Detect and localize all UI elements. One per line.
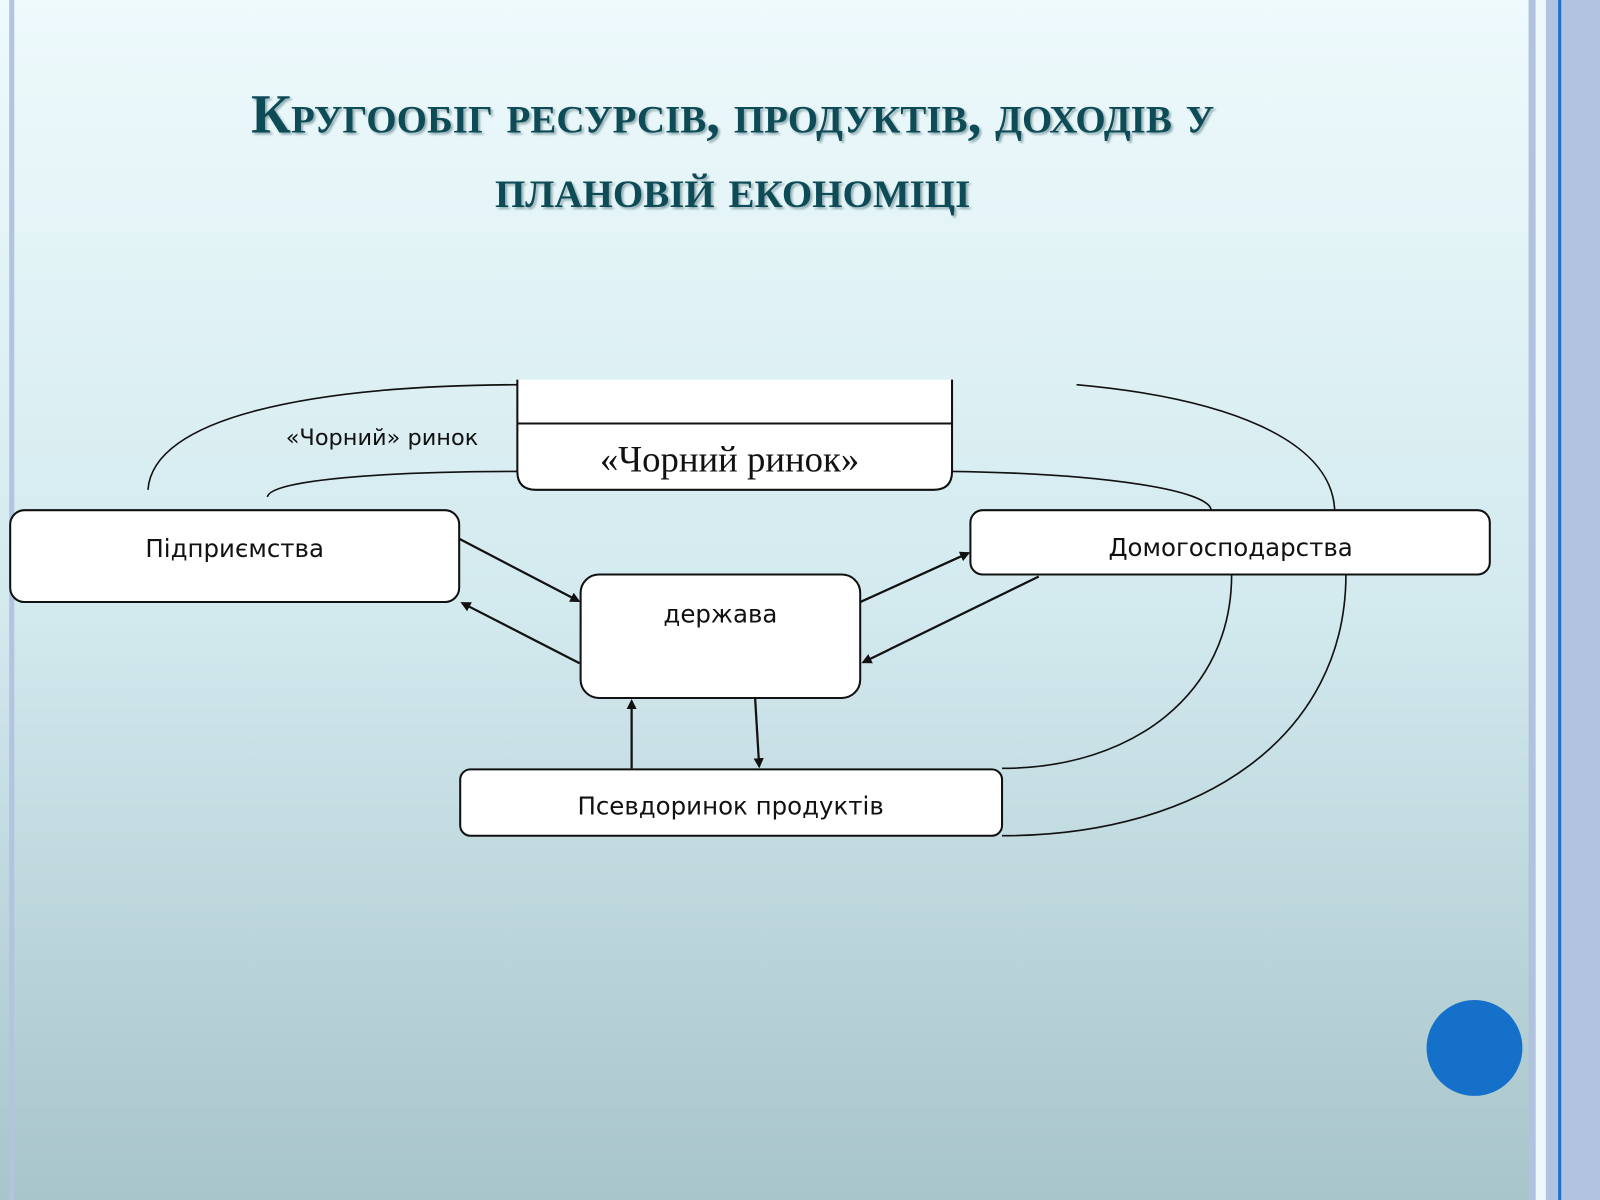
flow-arrows	[458, 537, 1040, 769]
pseudo-market-box: Псевдоринок продуктів	[459, 768, 1004, 837]
state-label: держава	[663, 599, 777, 628]
title-line-2: плановій економіці	[495, 158, 970, 219]
enterprises-box: Підприємства	[9, 509, 461, 604]
pseudo-market-label: Псевдоринок продуктів	[577, 791, 883, 820]
black-market-box: «Чорний ринок»	[516, 379, 954, 491]
black-market-label: «Чорний» ринок	[286, 425, 479, 451]
left-border	[9, 0, 15, 1200]
right-border	[1528, 0, 1600, 1200]
enterprises-label: Підприємства	[145, 534, 324, 563]
title-line-1: Кругообіг ресурсів, продуктів, доходів у	[251, 84, 1214, 145]
state-box: держава	[579, 573, 862, 699]
households-label: Домогосподарства	[1108, 533, 1352, 562]
households-box: Домогосподарства	[969, 509, 1491, 576]
accent-circle	[1426, 1000, 1523, 1096]
connector-curves	[147, 383, 1347, 837]
black-market-box-label: «Чорний ринок»	[600, 438, 859, 479]
